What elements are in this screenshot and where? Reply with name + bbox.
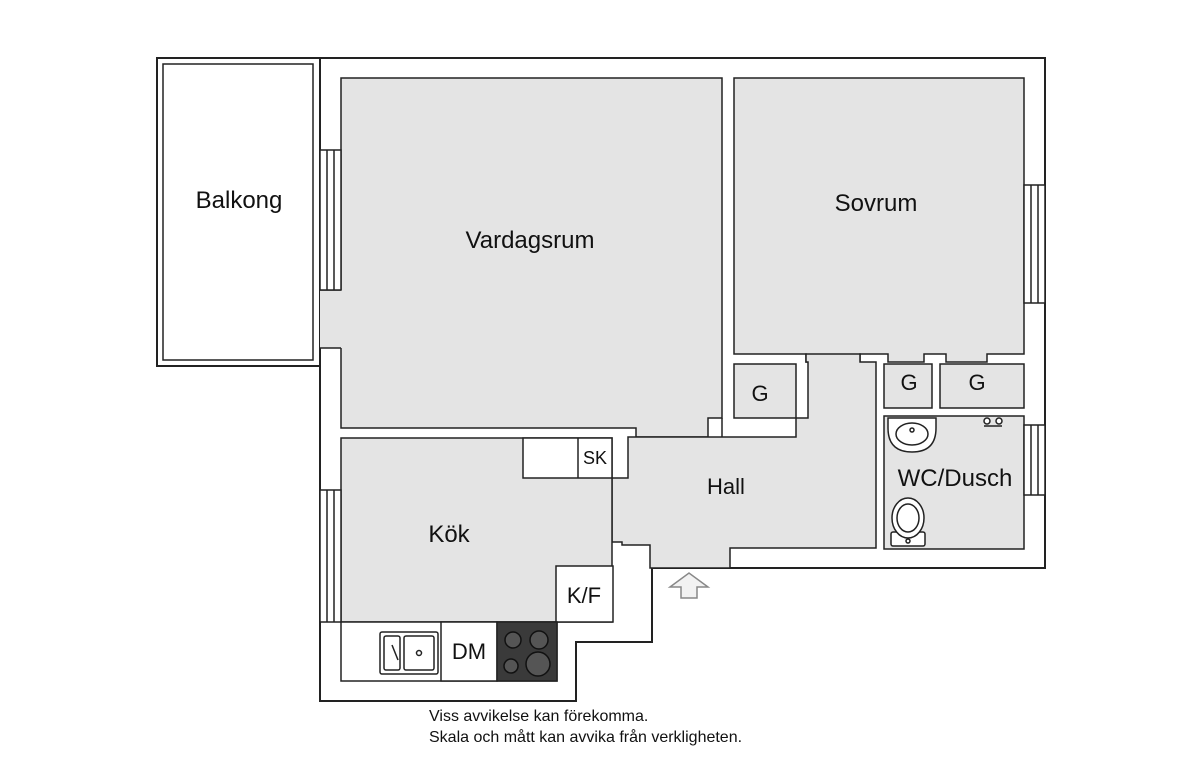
disclaimer-line-2: Skala och mått kan avvika från verklighe… bbox=[429, 729, 743, 746]
label-bathroom: WC/Dusch bbox=[898, 465, 1013, 492]
window-kitchen bbox=[319, 489, 342, 623]
kitchen-counter bbox=[340, 565, 614, 682]
windows bbox=[319, 149, 1046, 623]
closet-2-floor bbox=[939, 363, 1025, 409]
window-living bbox=[319, 149, 342, 291]
sink bbox=[379, 631, 439, 675]
closet-hall-floor bbox=[733, 363, 797, 419]
window-bedroom bbox=[1023, 184, 1046, 304]
cleaning-closet bbox=[522, 437, 613, 479]
label-hall: Hall bbox=[707, 474, 745, 499]
hall-floor bbox=[611, 353, 877, 569]
closet-1-floor bbox=[883, 363, 933, 409]
label-living-room: Vardagsrum bbox=[466, 227, 595, 254]
disclaimer: Viss avvikelse kan förekomma. Skala och … bbox=[429, 706, 742, 748]
fridge-freezer bbox=[555, 565, 614, 623]
label-cleaning-closet: SK bbox=[583, 448, 607, 468]
label-balcony: Balkong bbox=[196, 187, 283, 214]
dishwasher bbox=[440, 621, 498, 682]
label-dishwasher: DM bbox=[452, 639, 486, 664]
label-bedroom: Sovrum bbox=[835, 190, 918, 217]
bathroom-fixtures bbox=[887, 417, 1003, 547]
entrance-arrow bbox=[667, 572, 711, 599]
shower-mixer bbox=[983, 417, 1003, 427]
label-closet-hall: G bbox=[751, 381, 768, 406]
label-kitchen: Kök bbox=[428, 521, 470, 548]
label-closet-2: G bbox=[968, 370, 985, 395]
living-room-floor bbox=[340, 77, 723, 438]
label-fridge-freezer: K/F bbox=[567, 583, 601, 608]
disclaimer-line-1: Viss avvikelse kan förekomma. bbox=[429, 708, 649, 725]
stove bbox=[496, 621, 558, 682]
balcony bbox=[156, 57, 321, 367]
bedroom-floor bbox=[733, 77, 1025, 363]
floors bbox=[340, 77, 1025, 623]
label-closet-1: G bbox=[900, 370, 917, 395]
toilet bbox=[890, 497, 926, 547]
window-bathroom bbox=[1023, 424, 1046, 496]
